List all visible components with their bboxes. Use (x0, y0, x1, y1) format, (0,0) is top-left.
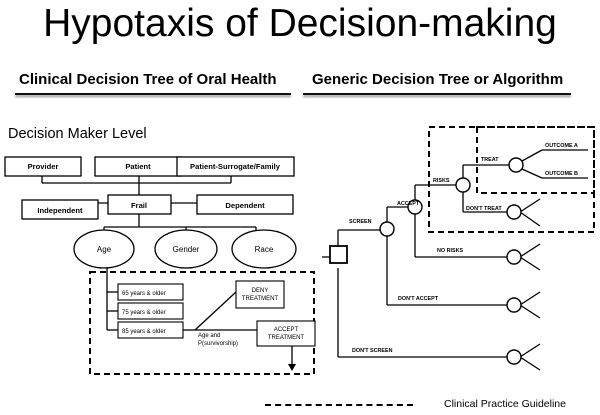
deny-treatment-box (235, 280, 285, 309)
outcome-chance-node (508, 157, 524, 173)
slide-title: Hypotaxis of Decision-making (43, 2, 557, 45)
surrogate-family-label: Patient-Surrogate/Family (190, 162, 281, 171)
left-heading: Clinical Decision Tree of Oral Health (19, 71, 277, 88)
treat-label: TREAT (481, 157, 499, 163)
root-decision-square (329, 245, 348, 264)
age-label: Age (97, 245, 112, 254)
decision-maker-level-label: Decision Maker Level (8, 126, 147, 142)
treat-chance-node (455, 177, 471, 193)
provider-label: Provider (28, 162, 59, 171)
decision-maker-boxes (4, 156, 295, 220)
dont-treat-label: DON'T TREAT (466, 206, 502, 212)
surrogate-family-box (176, 156, 295, 177)
demographic-ellipses (73, 229, 297, 269)
screen-label: SCREEN (349, 219, 372, 225)
accept-label: ACCEPT (397, 201, 420, 207)
age-group-75: 75 years & older (122, 310, 166, 316)
provider-box (4, 156, 82, 177)
outcome-b-label: OUTCOME B (545, 171, 578, 177)
left-heading-underline (15, 93, 291, 95)
dont-accept-chance-node (506, 297, 522, 313)
right-heading-underline (303, 93, 571, 95)
independent-label: Independent (37, 206, 83, 215)
age-group-boxes (117, 280, 316, 347)
legend-label: Clinical Practice Guideline (444, 398, 566, 410)
outcome-a-label: OUTCOME A (545, 143, 578, 149)
risks-chance-node (407, 199, 423, 215)
legend-dashed-line (265, 404, 413, 406)
age-group-65: 65 years & older (122, 291, 166, 297)
accept-chance-node (379, 221, 395, 237)
independent-box (21, 199, 99, 220)
dont-screen-chance-node (506, 349, 522, 365)
age-ellipse (73, 229, 135, 269)
accept-treatment-box (256, 320, 316, 347)
gender-ellipse (154, 229, 218, 269)
dependent-label: Dependent (225, 201, 265, 210)
patient-label: Patient (125, 162, 151, 171)
frail-label: Frail (131, 201, 147, 210)
no-risks-label: NO RISKS (437, 248, 463, 254)
race-ellipse (231, 229, 297, 269)
frail-box (107, 194, 172, 215)
generic-decision-tree (322, 126, 595, 371)
gender-label: Gender (173, 245, 200, 254)
dont-screen-label: DON'T SCREEN (352, 348, 393, 354)
no-risks-chance-node (506, 249, 522, 265)
decision-nodes (329, 157, 524, 365)
right-heading: Generic Decision Tree or Algorithm (312, 71, 564, 88)
dont-accept-label: DON'T ACCEPT (398, 296, 439, 302)
age-group-85: 85 years & older (122, 329, 166, 335)
race-label: Race (255, 245, 274, 254)
risks-label: RISKS (433, 178, 450, 184)
dependent-box (196, 194, 294, 215)
dont-treat-chance-node (506, 204, 522, 220)
